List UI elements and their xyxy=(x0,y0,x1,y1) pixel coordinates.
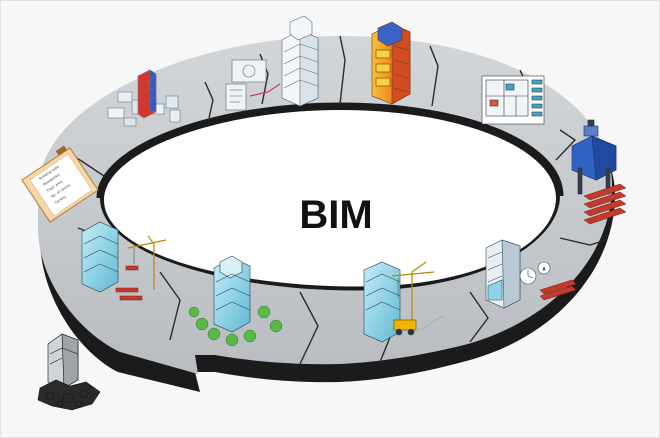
massing-model-icon xyxy=(107,69,181,127)
svg-text:$: $ xyxy=(543,267,545,271)
operation-building-icon: $ xyxy=(485,239,577,309)
ring-center-hole xyxy=(104,110,556,287)
ring-inner-edge xyxy=(96,102,564,199)
landscaped-building-icon xyxy=(188,255,283,347)
floor-plan-icon xyxy=(481,75,545,125)
visualization-label: VISUALIZATION xyxy=(295,111,369,120)
brief-clipboard-icon: Building type Residential Floor area No.… xyxy=(21,145,99,223)
center-title: BIM xyxy=(299,193,372,237)
construction-site-icon xyxy=(363,261,445,343)
design-model-icon xyxy=(225,15,319,111)
clipboard-line-5: Facility xyxy=(54,195,66,205)
demolition-rubble-icon xyxy=(37,333,101,411)
crane-construction-icon xyxy=(81,221,167,301)
colored-tower-icon xyxy=(371,21,411,105)
prefab-factory-icon xyxy=(571,119,627,225)
